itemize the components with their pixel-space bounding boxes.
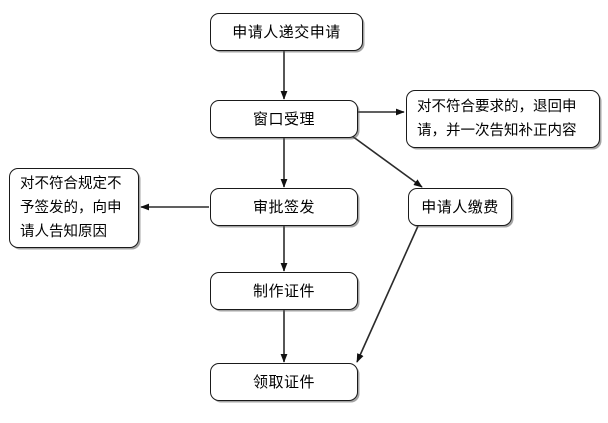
node-label: 对不符合要求的，退回申 请，并一次告知补正内容 bbox=[417, 99, 577, 139]
node-label: 制作证件 bbox=[252, 282, 315, 300]
node-label: 申请人缴费 bbox=[421, 198, 499, 216]
node-submit-application[interactable]: 申请人递交申请 bbox=[210, 13, 363, 51]
node-rejection-notice[interactable]: 对不符合规定不 予签发的，向申 请人告知原因 bbox=[9, 168, 139, 248]
node-label: 审批签发 bbox=[252, 198, 315, 216]
node-label: 窗口受理 bbox=[252, 110, 315, 128]
node-collect-certificate[interactable]: 领取证件 bbox=[210, 363, 358, 401]
node-return-application[interactable]: 对不符合要求的，退回申 请，并一次告知补正内容 bbox=[406, 90, 600, 148]
edge-accept-to-pay bbox=[351, 135, 423, 188]
edge-pay-to-collect bbox=[356, 225, 419, 363]
node-label: 领取证件 bbox=[252, 373, 315, 391]
node-label: 申请人递交申请 bbox=[232, 23, 341, 41]
node-approval-issuance[interactable]: 审批签发 bbox=[210, 188, 358, 226]
node-produce-certificate[interactable]: 制作证件 bbox=[210, 272, 358, 310]
node-label: 对不符合规定不 予签发的，向申 请人告知原因 bbox=[20, 176, 122, 240]
node-window-acceptance[interactable]: 窗口受理 bbox=[210, 100, 358, 138]
node-applicant-payment[interactable]: 申请人缴费 bbox=[408, 188, 512, 226]
